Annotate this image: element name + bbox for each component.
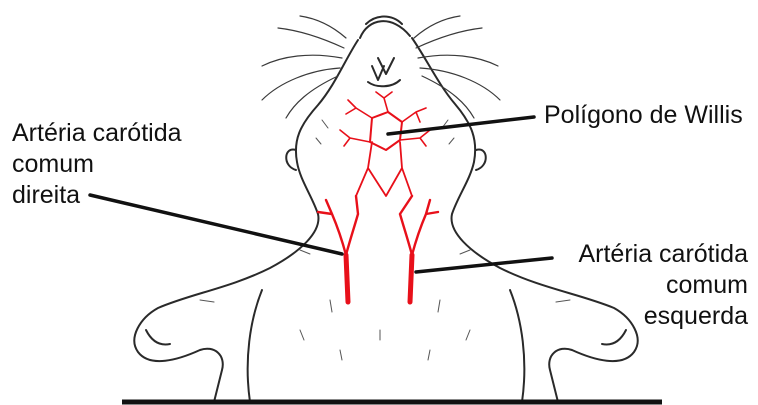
fur-texture bbox=[200, 120, 570, 360]
label-line: esquerda bbox=[556, 301, 748, 332]
rat-body-outline bbox=[134, 17, 637, 403]
label-line: direita bbox=[12, 180, 182, 211]
label-left-common-carotid: Artéria carótida comum esquerda bbox=[556, 239, 748, 332]
label-line: comum bbox=[12, 149, 182, 180]
whiskers bbox=[262, 16, 500, 118]
leader-line-left-carotid bbox=[416, 258, 552, 272]
circle-of-willis-ring bbox=[370, 112, 402, 150]
right-common-carotid bbox=[346, 255, 348, 302]
label-circle-of-willis: Polígono de Willis bbox=[544, 100, 743, 131]
label-line: Artéria carótida bbox=[12, 118, 182, 149]
label-right-common-carotid: Artéria carótida comum direita bbox=[12, 118, 182, 211]
label-line: Polígono de Willis bbox=[544, 100, 743, 131]
label-line: Artéria carótida bbox=[556, 239, 748, 270]
leader-line-willis bbox=[388, 117, 534, 134]
left-common-carotid bbox=[410, 255, 412, 302]
label-line: comum bbox=[556, 270, 748, 301]
